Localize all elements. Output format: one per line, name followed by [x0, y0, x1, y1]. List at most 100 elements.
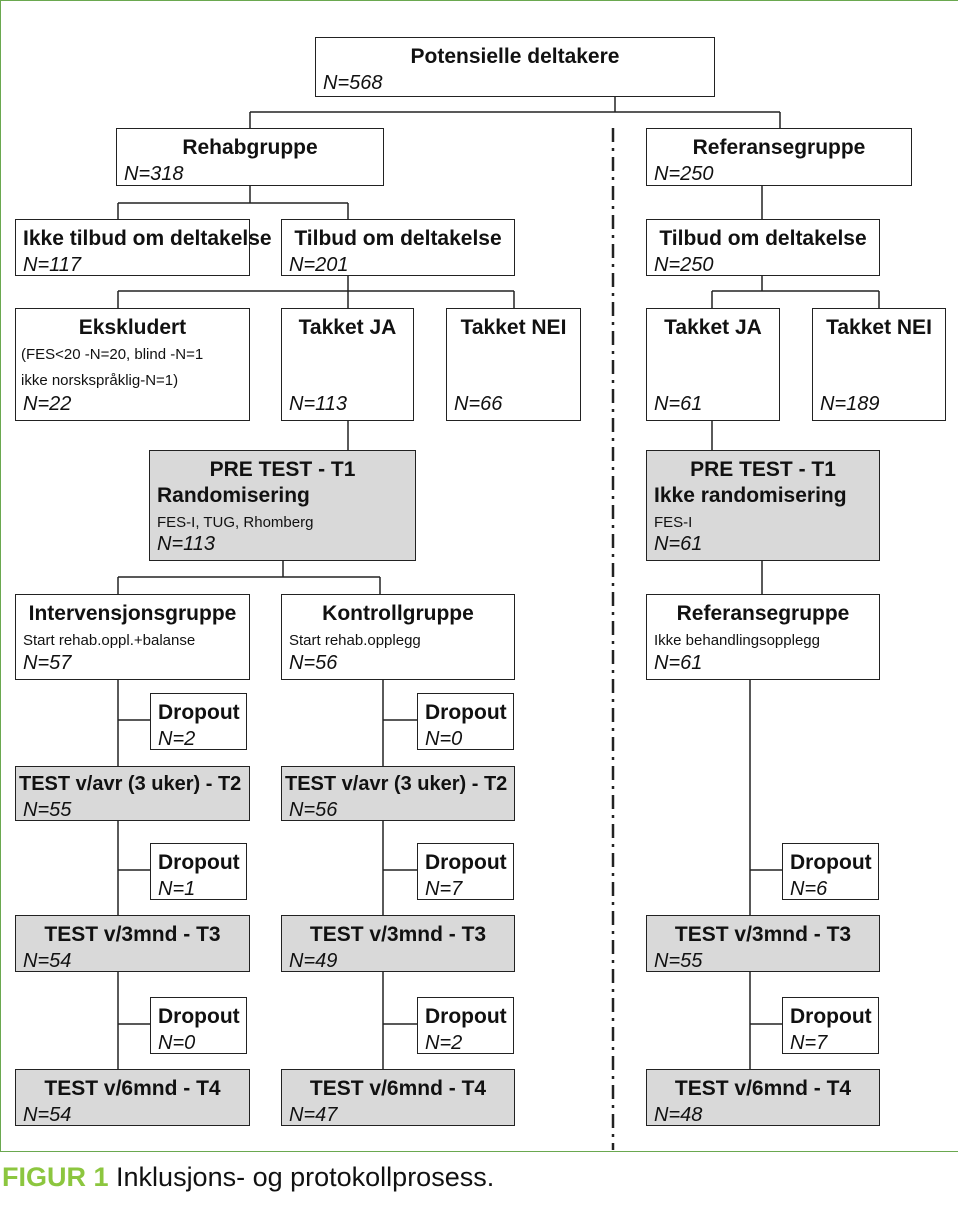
box-title: Takket JA [664, 316, 762, 339]
box-dropout-control-1: Dropout N=0 [417, 693, 514, 750]
box-detail: FES-I, TUG, Rhomberg [157, 514, 314, 531]
box-title: Dropout [425, 851, 507, 874]
box-declined-rehab: Takket NEI N=66 [446, 308, 581, 421]
box-test-t3-reference: TEST v/3mnd - T3 N=55 [646, 915, 880, 972]
box-declined-reference: Takket NEI N=189 [812, 308, 946, 421]
box-title: Referansegruppe [676, 602, 850, 625]
figure-caption: FIGUR 1 Inklusjons- og protokollprosess. [2, 1162, 494, 1193]
box-title: Referansegruppe [692, 136, 866, 159]
box-offer-rehab: Tilbud om deltakelse N=201 [281, 219, 515, 276]
caption-label: FIGUR 1 [2, 1162, 109, 1192]
box-count: N=189 [820, 393, 880, 415]
box-count: N=1 [158, 878, 196, 900]
box-count: N=57 [23, 652, 72, 674]
box-subtitle: Ikke randomisering [654, 484, 847, 507]
box-count: N=66 [454, 393, 503, 415]
box-title: Dropout [158, 701, 240, 724]
box-title: TEST v/3mnd - T3 [44, 923, 221, 946]
box-count: N=113 [157, 533, 216, 555]
box-test-t3-control: TEST v/3mnd - T3 N=49 [281, 915, 515, 972]
box-detail: FES-I [654, 514, 693, 531]
box-count: N=318 [124, 163, 184, 185]
box-title: Dropout [425, 1005, 507, 1028]
box-count: N=201 [289, 254, 349, 276]
box-detail: ikke norskspråklig-N=1) [21, 372, 179, 389]
box-title: Dropout [158, 851, 240, 874]
box-title: Dropout [425, 701, 507, 724]
box-no-offer: Ikke tilbud om deltakelse N=117 [15, 219, 272, 276]
box-title: TEST v/6mnd - T4 [674, 1077, 852, 1100]
box-title: TEST v/6mnd - T4 [309, 1077, 487, 1100]
box-title: TEST v/avr (3 uker) - T2 [19, 773, 242, 795]
box-count: N=54 [23, 1104, 72, 1126]
box-title: Kontrollgruppe [322, 602, 474, 625]
box-count: N=6 [790, 878, 828, 900]
box-count: N=568 [323, 72, 383, 94]
figure-frame [0, 0, 958, 1152]
box-dropout-control-2: Dropout N=7 [417, 843, 514, 900]
box-pretest-reference: PRE TEST - T1 Ikke randomisering FES-I N… [646, 450, 880, 561]
box-count: N=54 [23, 950, 72, 972]
box-count: N=117 [23, 254, 82, 276]
box-count: N=48 [654, 1104, 703, 1126]
box-count: N=56 [289, 652, 338, 674]
box-count: N=7 [425, 878, 463, 900]
box-title: Dropout [158, 1005, 240, 1028]
box-title: TEST v/avr (3 uker) - T2 [285, 773, 508, 795]
box-pretest-rehab: PRE TEST - T1 Randomisering FES-I, TUG, … [149, 450, 416, 561]
box-count: N=250 [654, 163, 714, 185]
box-test-t3-intervention: TEST v/3mnd - T3 N=54 [15, 915, 250, 972]
box-detail: (FES<20 -N=20, blind -N=1 [21, 346, 204, 363]
box-count: N=49 [289, 950, 338, 972]
box-dropout-intervention-1: Dropout N=2 [150, 693, 247, 750]
box-dropout-intervention-3: Dropout N=0 [150, 997, 247, 1054]
box-test-t4-control: TEST v/6mnd - T4 N=47 [281, 1069, 515, 1126]
box-title: Dropout [790, 1005, 872, 1028]
box-title: Takket NEI [826, 316, 932, 339]
box-offer-reference: Tilbud om deltakelse N=250 [646, 219, 880, 276]
box-dropout-reference-3: Dropout N=7 [782, 997, 879, 1054]
box-detail: Ikke behandlingsopplegg [654, 632, 820, 649]
box-accepted-rehab: Takket JA N=113 [281, 308, 414, 421]
caption-text: Inklusjons- og protokollprosess. [116, 1162, 495, 1192]
box-detail: Start rehab.opplegg [289, 632, 421, 649]
box-title: Takket JA [298, 316, 397, 339]
box-dropout-control-3: Dropout N=2 [417, 997, 514, 1054]
box-test-t4-reference: TEST v/6mnd - T4 N=48 [646, 1069, 880, 1126]
box-title: TEST v/3mnd - T3 [309, 923, 487, 946]
box-title: Rehabgruppe [182, 136, 318, 159]
box-count: N=56 [289, 799, 338, 821]
box-count: N=61 [654, 533, 703, 555]
box-title: Intervensjonsgruppe [28, 602, 237, 625]
box-detail: Start rehab.oppl.+balanse [23, 632, 196, 649]
box-title: Potensielle deltakere [410, 45, 620, 68]
box-test-t2-intervention: TEST v/avr (3 uker) - T2 N=55 [15, 766, 250, 821]
box-count: N=61 [654, 652, 703, 674]
box-reference-group: Referansegruppe N=250 [646, 128, 912, 186]
box-count: N=2 [425, 1032, 463, 1054]
box-count: N=47 [289, 1104, 338, 1126]
box-title: Ekskludert [78, 316, 187, 339]
box-count: N=55 [23, 799, 72, 821]
box-intervention-group: Intervensjonsgruppe Start rehab.oppl.+ba… [15, 594, 250, 680]
box-count: N=7 [790, 1032, 828, 1054]
box-title: PRE TEST - T1 [690, 458, 836, 481]
box-control-group: Kontrollgruppe Start rehab.opplegg N=56 [281, 594, 515, 680]
box-title: Takket NEI [460, 316, 567, 339]
box-count: N=61 [654, 393, 703, 415]
box-count: N=0 [425, 728, 463, 750]
box-count: N=22 [23, 393, 72, 415]
box-count: N=2 [158, 728, 196, 750]
box-reference-subgroup: Referansegruppe Ikke behandlingsopplegg … [646, 594, 880, 680]
box-accepted-reference: Takket JA N=61 [646, 308, 780, 421]
box-title: Tilbud om deltakelse [294, 227, 502, 250]
box-test-t2-control: TEST v/avr (3 uker) - T2 N=56 [281, 766, 515, 821]
box-count: N=55 [654, 950, 703, 972]
box-count: N=0 [158, 1032, 196, 1054]
box-potential-participants: Potensielle deltakere N=568 [315, 37, 715, 97]
box-subtitle: Randomisering [157, 484, 310, 507]
box-test-t4-intervention: TEST v/6mnd - T4 N=54 [15, 1069, 250, 1126]
box-title: TEST v/6mnd - T4 [44, 1077, 221, 1100]
box-count: N=113 [289, 393, 348, 415]
